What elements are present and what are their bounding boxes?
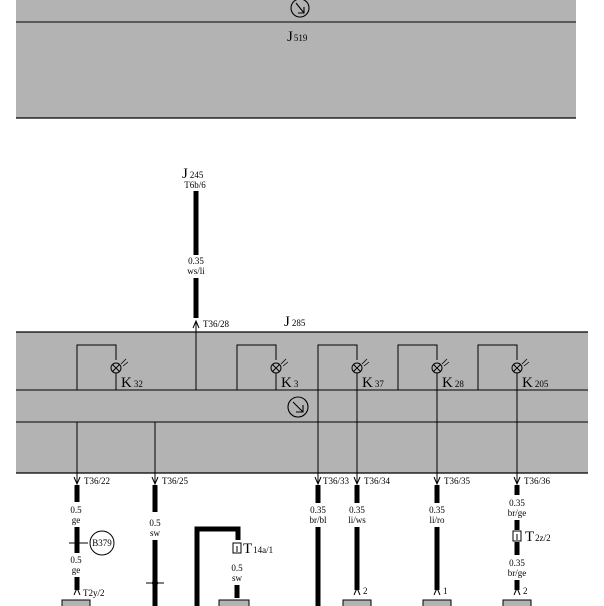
wire-size: 0.35 <box>509 558 525 568</box>
connector-block <box>61 599 91 606</box>
j285-ground-icon <box>287 396 309 418</box>
wire-size: 0.35 <box>429 505 445 515</box>
pin-number: 2 <box>363 586 368 596</box>
connector-t2z-label: T2z/2 <box>525 529 551 545</box>
output-wire-t36-33: T36/33 0.35 br/bl <box>310 473 349 606</box>
wire-size: 0.35 <box>509 498 525 508</box>
connector-t2y-2: T2y/2 <box>83 588 105 598</box>
terminal-t36-36: T36/36 <box>524 476 550 486</box>
connector-block <box>422 599 452 606</box>
wire-size: 0.5 <box>70 555 82 565</box>
b379-ground-point <box>89 530 115 556</box>
terminal-t36-25: T36/25 <box>162 476 188 486</box>
terminal-t36-34: T36/34 <box>364 476 390 486</box>
wire-color: br/ge <box>508 508 527 518</box>
wire-color: ge <box>72 515 81 525</box>
wire-color: li/ws <box>348 515 366 525</box>
wire-color: br/bl <box>310 515 327 525</box>
j245-wire-color: ws/li <box>187 266 205 276</box>
j519-housing <box>16 0 576 118</box>
output-wire-t36-34: T36/34 0.35 li/ws 2 <box>342 473 390 606</box>
terminal-t36-22: T36/22 <box>84 476 110 486</box>
wire-size: 0.35 <box>349 505 365 515</box>
wire-size: 0.5 <box>149 518 161 528</box>
j285-housing <box>16 332 588 473</box>
terminal-t36-35: T36/35 <box>444 476 470 486</box>
wire-color: li/ro <box>430 515 445 525</box>
wire-color: br/ge <box>508 568 527 578</box>
pin-number: 1 <box>443 586 448 596</box>
b379-label: B379 <box>92 538 112 548</box>
output-wire-t36-35: T36/35 0.35 li/ro 1 <box>422 473 470 606</box>
wire-size: 0.5 <box>70 505 82 515</box>
wire-color: ge <box>72 565 81 575</box>
output-wire-t36-36: T36/36 0.35 br/ge T2z/2 0.35 br/ge 2 <box>502 473 551 606</box>
connector-t14a-1-loop: T14a/1 0.5 sw <box>194 526 273 606</box>
wire-size: 0.35 <box>310 505 326 515</box>
pin-number: 2 <box>523 586 528 596</box>
wire-size: 0.5 <box>231 563 243 573</box>
j285-input-terminal: T36/28 <box>203 319 229 329</box>
connector-block <box>502 599 532 606</box>
j245-pin: T6b/6 <box>184 180 206 190</box>
control-unit-j519: J519 <box>16 0 576 119</box>
output-wire-t36-25: T36/25 0.5 sw <box>146 473 188 606</box>
wire-color: sw <box>232 573 243 583</box>
j519-ground-icon <box>290 0 310 18</box>
wire-color: sw <box>150 528 161 538</box>
j519-label: J519 <box>287 29 308 45</box>
connector-block <box>342 599 372 606</box>
connector-block <box>218 599 250 606</box>
output-wire-t36-22: T36/22 0.5 ge B379 0.5 ge T2y/2 <box>61 473 115 606</box>
j245-wire-size: 0.35 <box>188 256 204 266</box>
terminal-t36-33: T36/33 <box>323 476 349 486</box>
connector-t14a-label: T14a/1 <box>243 541 273 557</box>
